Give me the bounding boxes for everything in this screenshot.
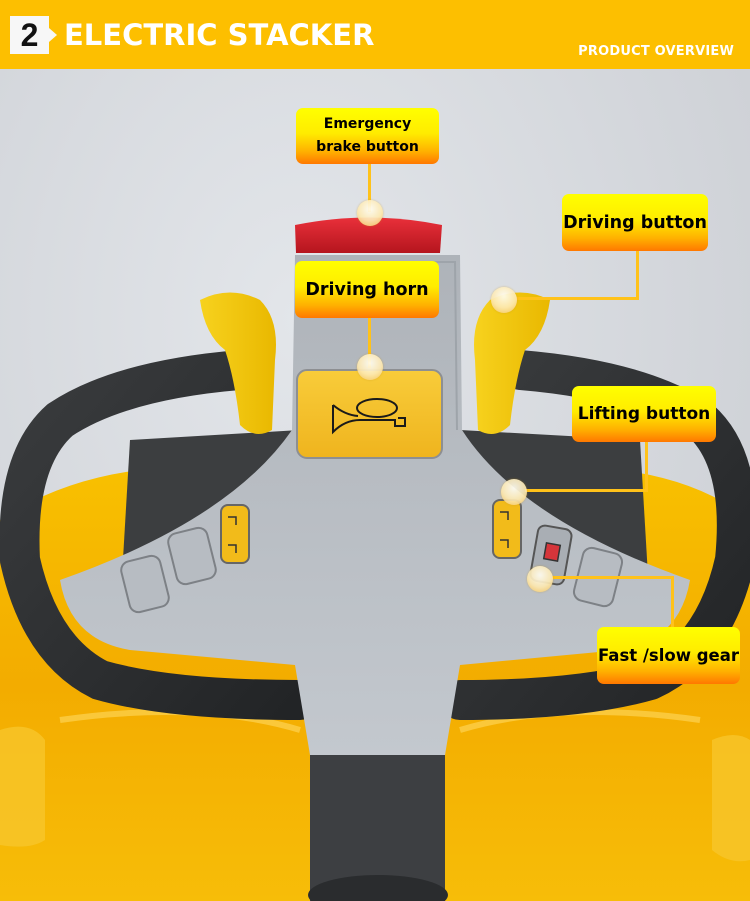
callout-driving-horn-label: Driving horn bbox=[305, 279, 429, 300]
marker-dot-gear bbox=[527, 566, 553, 592]
callout-fast-slow-gear-label: Fast /slow gear bbox=[598, 646, 739, 665]
header-banner: 2 ELECTRIC STACKER PRODUCT OVERVIEW bbox=[0, 0, 750, 69]
leader-line-gear-v bbox=[671, 576, 674, 628]
callout-emergency-line-1: Emergency bbox=[323, 116, 412, 132]
marker-dot-horn bbox=[357, 354, 383, 380]
section-number-badge: 2 bbox=[10, 16, 57, 54]
page-subtitle: PRODUCT OVERVIEW bbox=[578, 44, 734, 59]
leader-line-driving-button-h bbox=[516, 297, 639, 300]
marker-dot-lifting bbox=[501, 479, 527, 505]
horn-icon bbox=[332, 398, 406, 435]
page-title: ELECTRIC STACKER bbox=[64, 18, 375, 52]
callout-driving-horn: Driving horn bbox=[295, 261, 439, 318]
leader-line-gear-h bbox=[552, 576, 674, 579]
callout-emergency-line-2: brake button bbox=[316, 139, 419, 155]
leader-line-driving-button-v bbox=[636, 251, 639, 299]
leader-line-emergency bbox=[368, 164, 371, 212]
stacker-tiller-illustration bbox=[0, 217, 750, 901]
callout-lifting-button-label: Lifting button bbox=[577, 404, 711, 424]
callout-emergency-brake-button: Emergency brake button bbox=[296, 108, 439, 164]
callout-lifting-button: Lifting button bbox=[572, 386, 716, 442]
leader-line-horn bbox=[368, 318, 371, 368]
leader-line-lifting-v bbox=[645, 442, 648, 491]
marker-dot-emergency bbox=[357, 200, 383, 226]
section-number: 2 bbox=[20, 16, 39, 53]
leader-line-lifting-h bbox=[525, 489, 648, 492]
callout-driving-button-label: Driving button bbox=[563, 212, 707, 233]
marker-dot-driving-button bbox=[491, 287, 517, 313]
callout-driving-button: Driving button bbox=[562, 194, 708, 251]
callout-fast-slow-gear: Fast /slow gear bbox=[597, 627, 740, 684]
